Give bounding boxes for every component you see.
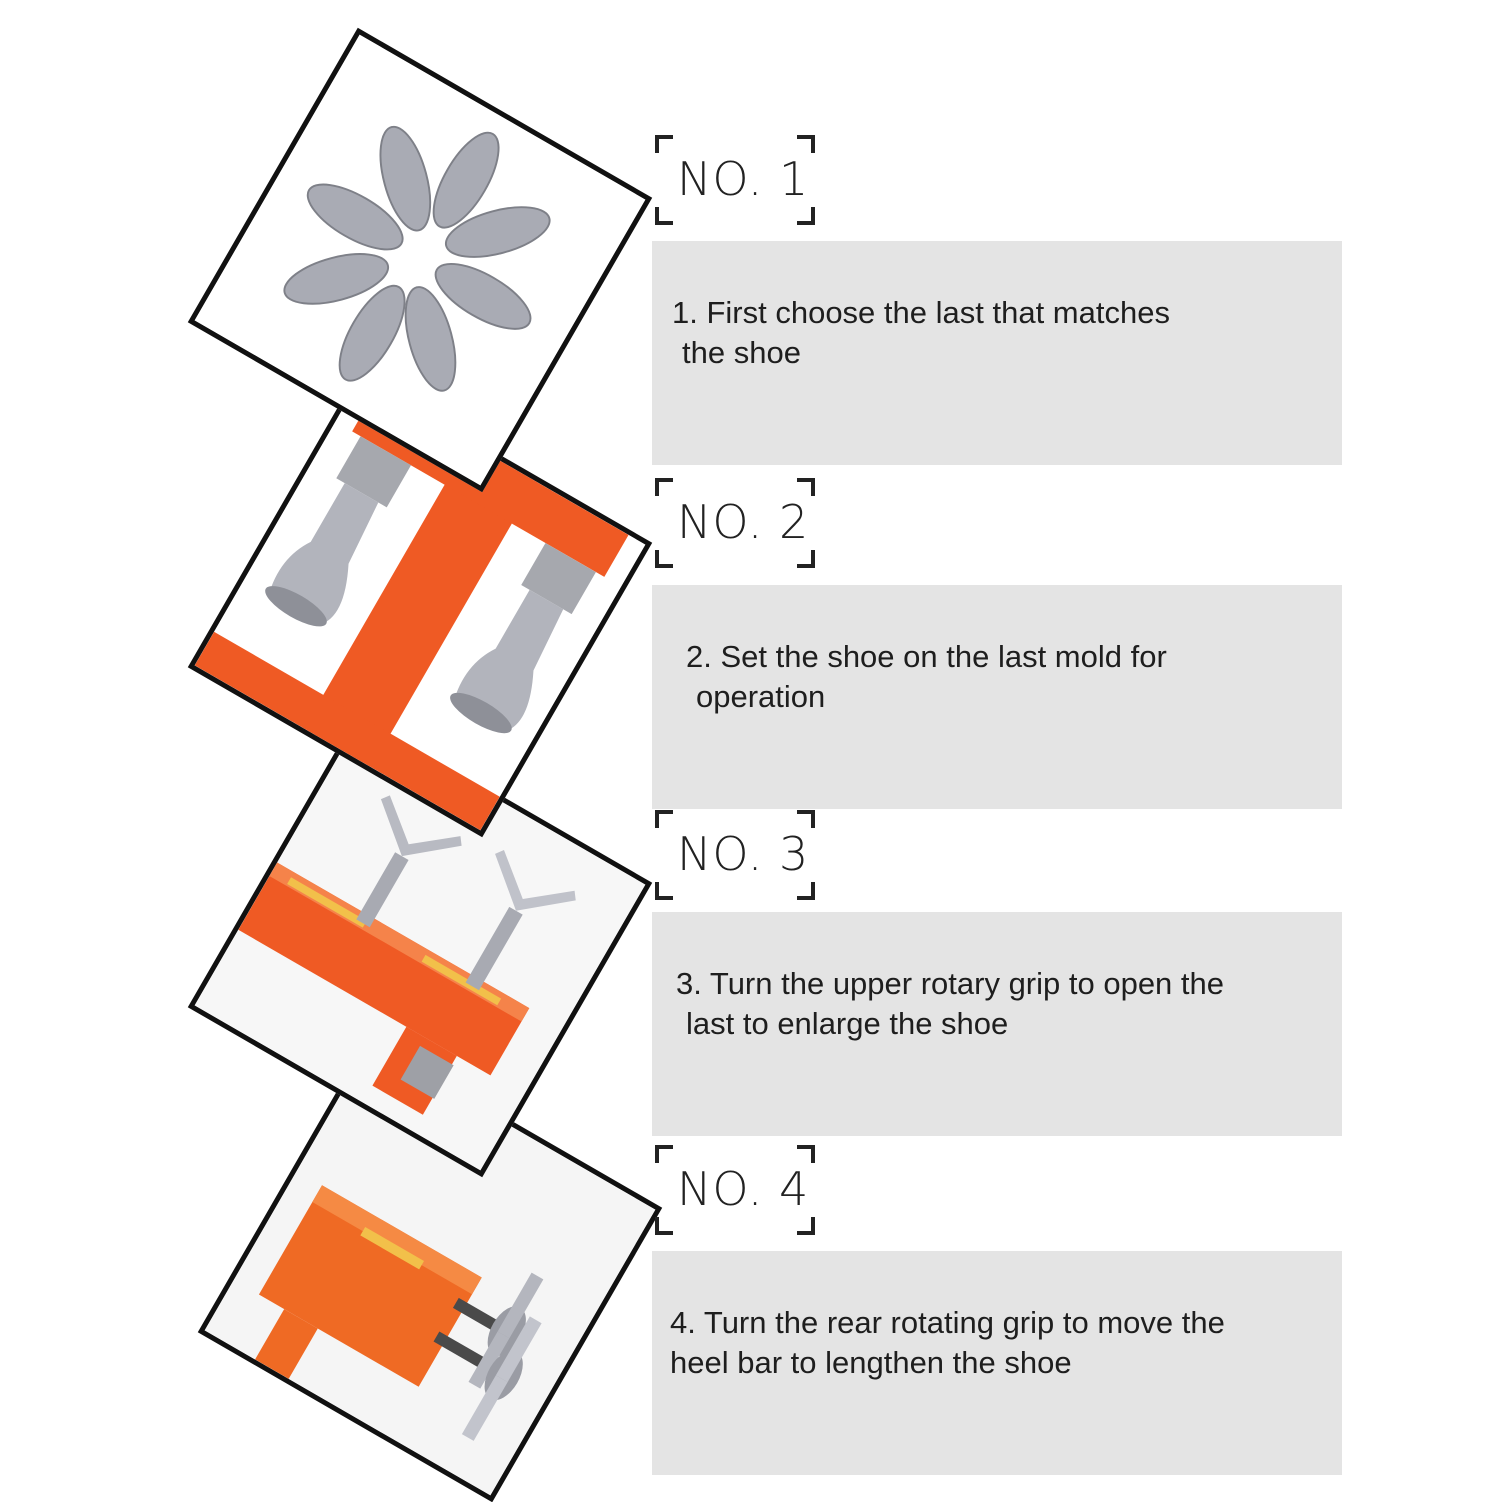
step-2-photo bbox=[187, 372, 653, 838]
step-1-label: NO. 1 bbox=[655, 135, 815, 225]
step-4-photo bbox=[197, 1037, 663, 1502]
step-2-description: 2. Set the shoe on the last mold for ope… bbox=[686, 639, 1167, 714]
step-3-label-text: NO. 3 bbox=[677, 827, 810, 881]
step-1-description: 1. First choose the last that matches th… bbox=[672, 295, 1170, 370]
shoe-stretcher-machine-icon bbox=[194, 379, 646, 831]
step-1-photo bbox=[187, 27, 653, 493]
upper-rotary-grip-icon bbox=[194, 719, 646, 1171]
step-3-label: NO. 3 bbox=[655, 810, 815, 900]
step-4-description: 4. Turn the rear rotating grip to move t… bbox=[670, 1305, 1225, 1380]
step-1-description-box: 1. First choose the last that matches th… bbox=[652, 241, 1342, 465]
step-2-description-box: 2. Set the shoe on the last mold for ope… bbox=[652, 585, 1342, 809]
step-3-description-box: 3. Turn the upper rotary grip to open th… bbox=[652, 912, 1342, 1136]
step-4-description-box: 4. Turn the rear rotating grip to move t… bbox=[652, 1251, 1342, 1475]
step-2-label-text: NO. 2 bbox=[677, 495, 810, 549]
step-4-label-text: NO. 4 bbox=[677, 1162, 810, 1216]
step-2-label: NO. 2 bbox=[655, 478, 815, 568]
rear-rotating-grip-icon bbox=[204, 1044, 656, 1496]
shoe-lasts-icon bbox=[194, 34, 646, 486]
step-3-description: 3. Turn the upper rotary grip to open th… bbox=[676, 966, 1225, 1041]
step-4-label: NO. 4 bbox=[655, 1145, 815, 1235]
step-3-photo bbox=[187, 712, 653, 1178]
step-1-label-text: NO. 1 bbox=[677, 152, 810, 206]
